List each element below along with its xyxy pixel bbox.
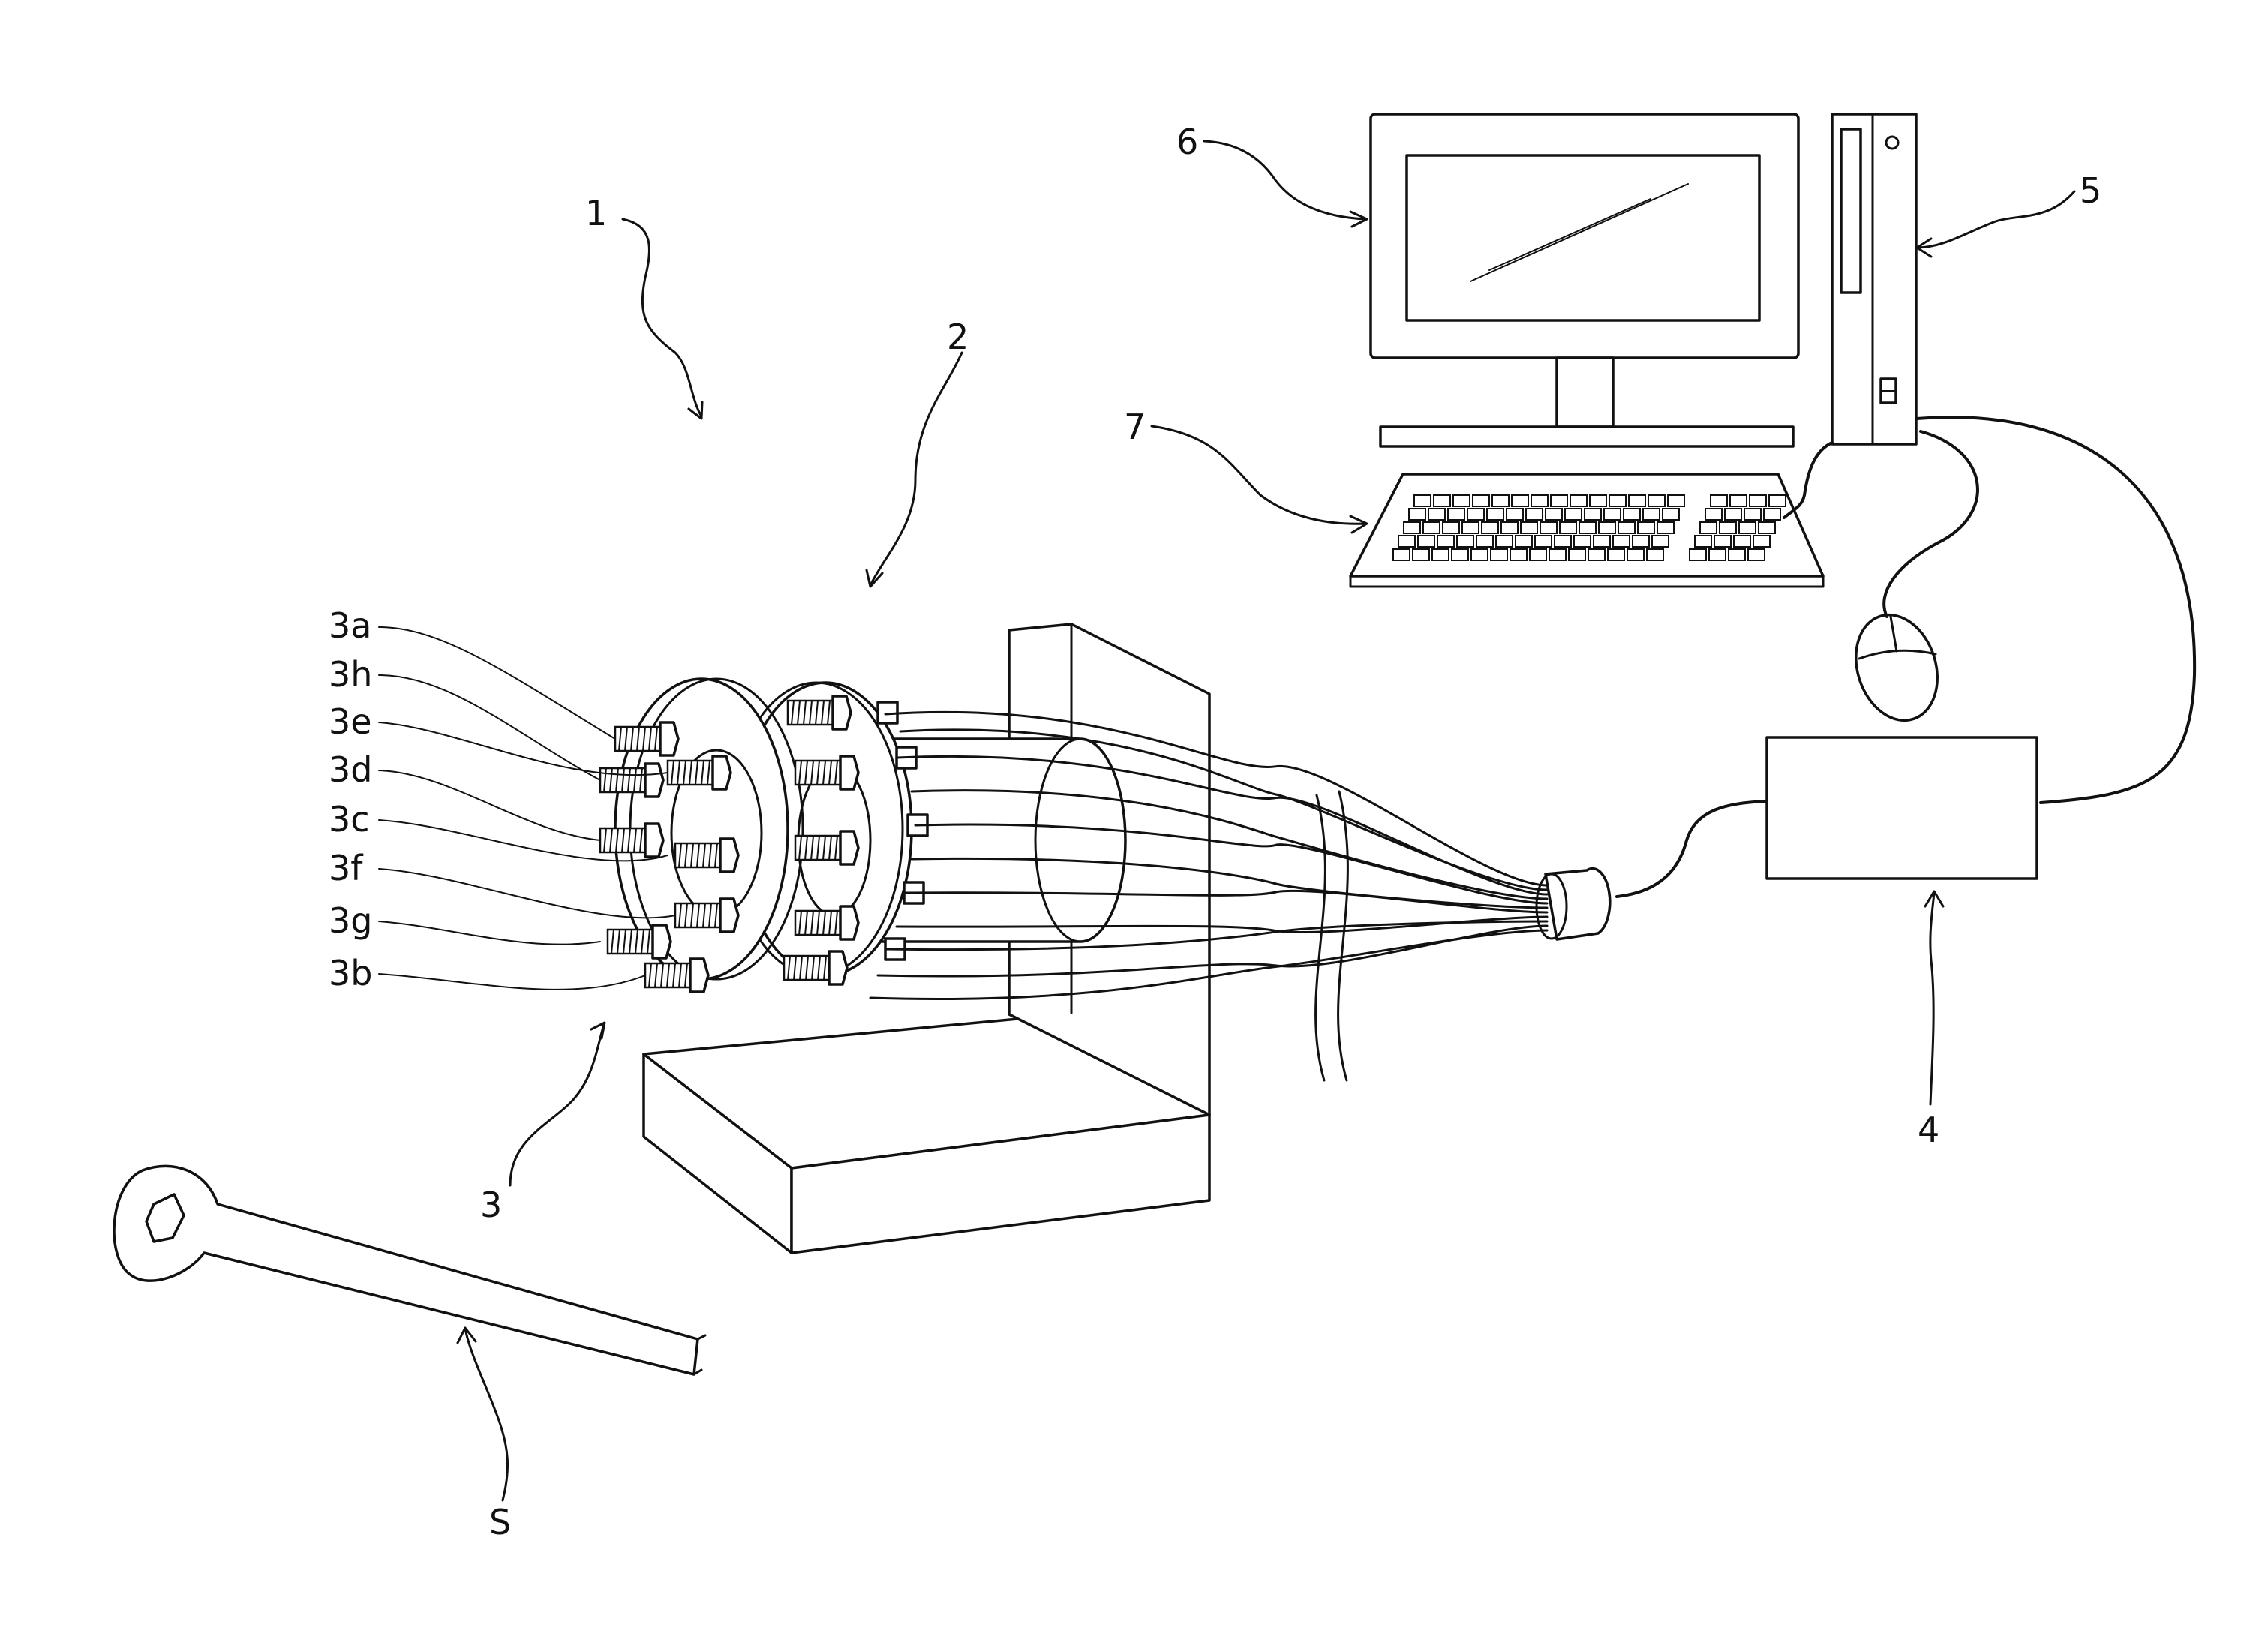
- bolt-stud: [795, 906, 858, 939]
- bolt-stud: [788, 696, 851, 729]
- pc-tower-icon: [1832, 114, 1916, 444]
- wrench-icon: [114, 1166, 705, 1374]
- label-flange-joint: 3: [480, 1185, 502, 1225]
- monitor-icon: [1371, 114, 1798, 446]
- bolt-stud: [668, 756, 731, 789]
- label-computer: 5: [2080, 170, 2101, 211]
- label-bolt-3e: 3e: [329, 701, 372, 742]
- bolt-stud: [795, 831, 858, 864]
- label-keyboard: 7: [1124, 407, 1146, 447]
- label-test-rig: 2: [947, 317, 969, 357]
- label-amplifier: 4: [1918, 1110, 1939, 1150]
- label-monitor: 6: [1176, 122, 1198, 162]
- keyboard-icon: [1350, 474, 1823, 587]
- bolt-stud: [795, 756, 858, 789]
- flange-bolt-assembly: [600, 679, 927, 992]
- bolt-stud: [600, 764, 663, 797]
- label-bolt-3b: 3b: [329, 953, 372, 993]
- mouse-icon: [1843, 604, 1950, 731]
- bolt-stud: [784, 951, 847, 984]
- label-bolt-3g: 3g: [329, 900, 372, 941]
- label-bolt-3d: 3d: [329, 749, 372, 790]
- label-bolt-3h: 3h: [329, 654, 372, 695]
- bolt-stud: [645, 959, 708, 992]
- data-logger-box: [1767, 737, 2037, 879]
- mouse-cable: [1884, 431, 1978, 617]
- label-bolt-3c: 3c: [329, 799, 370, 840]
- label-bolt-3a: 3a: [329, 605, 371, 646]
- logger-cable: [1617, 801, 1767, 897]
- bolt-stud: [675, 839, 738, 872]
- bolt-stud: [675, 899, 738, 932]
- bolt-stud: [608, 925, 671, 958]
- label-bolt-3f: 3f: [329, 848, 364, 888]
- shaft-cylinder: [882, 739, 1125, 942]
- label-wrench: S: [489, 1502, 511, 1542]
- label-system: 1: [585, 193, 607, 233]
- bolt-stud: [615, 722, 678, 755]
- bolt-stud: [600, 824, 663, 857]
